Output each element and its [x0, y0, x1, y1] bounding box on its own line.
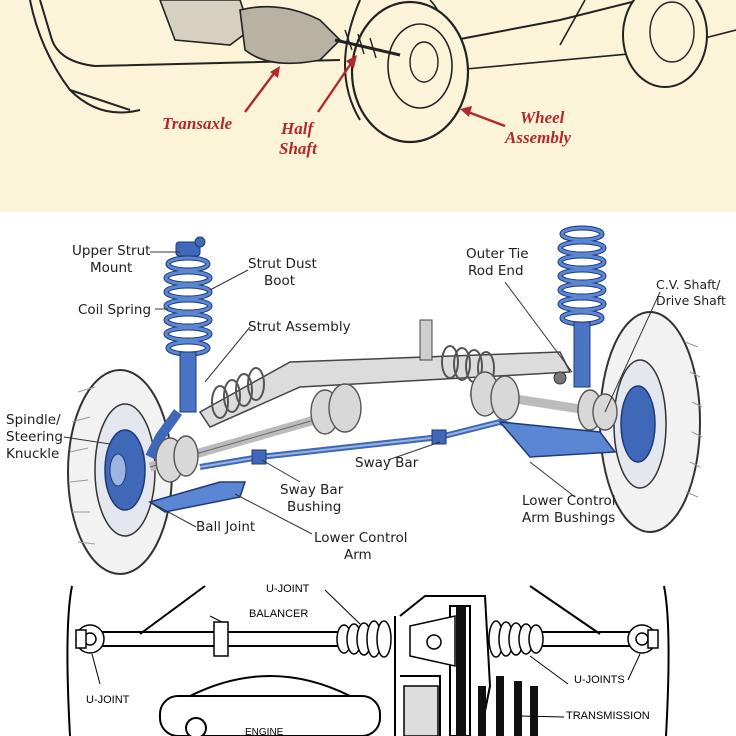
car-drawing	[29, 0, 736, 144]
label-half-shaft-line1: Half	[281, 119, 314, 138]
label-outer-tie-rod-end-line2: Rod End	[468, 263, 524, 279]
label-spindle-line3: Knuckle	[6, 446, 60, 462]
drivetrain-schematic: U-JOINT BALANCER U-JOINT U-JOINTS TRANSM…	[0, 576, 736, 736]
car-drivetrain-illustration: Transaxle Half Shaft Wheel Assembly	[0, 0, 736, 212]
label-ball-joint: Ball Joint	[196, 519, 256, 535]
label-cv-shaft-line1: C.V. Shaft/	[656, 277, 721, 292]
label-wheel-assembly-line1: Wheel	[520, 108, 565, 127]
label-strut-dust-boot-line2: Boot	[264, 273, 296, 289]
label-transmission: TRANSMISSION	[566, 710, 650, 722]
label-u-joints-right: U-JOINTS	[574, 674, 625, 686]
schematic-drawing	[66, 585, 670, 736]
label-half-shaft-line2: Shaft	[279, 139, 317, 158]
label-sway-bar: Sway Bar	[355, 455, 419, 471]
label-spindle-line1: Spindle/	[6, 412, 61, 428]
label-sway-bar-bushing-line1: Sway Bar	[280, 482, 344, 498]
label-outer-tie-rod-end-line1: Outer Tie	[466, 246, 529, 262]
label-lower-control-arm-bushings-line1: Lower Control	[522, 493, 616, 509]
suspension-drawing	[63, 225, 703, 575]
label-upper-strut-mount-line1: Upper Strut	[72, 243, 151, 259]
label-strut-assembly: Strut Assembly	[248, 319, 351, 335]
label-u-joint-left: U-JOINT	[86, 694, 130, 706]
suspension-diagram: Upper Strut Mount Strut Dust Boot Coil S…	[0, 212, 736, 576]
label-cv-shaft-line2: Drive Shaft	[656, 293, 726, 308]
label-strut-dust-boot-line1: Strut Dust	[248, 256, 317, 272]
label-sway-bar-bushing-line2: Bushing	[287, 499, 342, 515]
label-coil-spring: Coil Spring	[78, 302, 152, 318]
label-balancer: BALANCER	[249, 608, 309, 620]
label-engine: ENGINE	[245, 727, 284, 736]
label-lower-control-arm-line2: Arm	[344, 547, 372, 563]
label-lower-control-arm-line1: Lower Control	[314, 530, 408, 546]
label-lower-control-arm-bushings-line2: Arm Bushings	[522, 510, 616, 526]
label-u-joint-top: U-JOINT	[266, 583, 310, 595]
label-spindle-line2: Steering	[6, 429, 63, 445]
label-transaxle: Transaxle	[162, 114, 233, 133]
label-wheel-assembly-line2: Assembly	[505, 128, 572, 147]
label-upper-strut-mount-line2: Mount	[90, 260, 133, 276]
